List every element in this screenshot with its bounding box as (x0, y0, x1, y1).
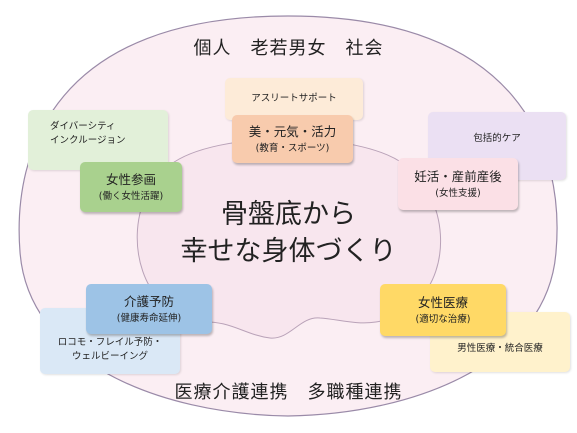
sports-subtitle: (教育・スポーツ) (255, 142, 330, 154)
pregnancy-subtitle: (女性支援) (435, 187, 481, 199)
women-work-title: 女性参画 (105, 171, 156, 187)
center-title-line2: 幸せな身体づくり (180, 236, 397, 267)
mens-medicine-label: 男性医療・統合医療 (457, 343, 543, 354)
women-medicine-box: 女性医療 (適切な治療) (380, 284, 506, 336)
diversity-label-line1: ダイバーシティ (50, 121, 116, 132)
sports-box: 美・元気・活力 (教育・スポーツ) (232, 115, 353, 163)
diversity-inclusion-box: ダイバーシティ インクルージョン (28, 110, 168, 170)
women-work-subtitle: (働く女性活躍) (98, 190, 164, 202)
comprehensive-care-label: 包括的ケア (473, 133, 521, 144)
top-label: 個人 老若男女 社会 (193, 38, 384, 59)
care-prevention-box: 介護予防 (健康寿命延伸) (86, 284, 212, 334)
locomo-label-line2: ウェルビーイング (71, 351, 148, 362)
athlete-support-box: アスリートサポート (225, 78, 363, 120)
athlete-support-label: アスリートサポート (251, 93, 337, 104)
center-title: 骨盤底から 幸せな身体づくり (150, 196, 427, 270)
bottom-label: 医療介護連携 多職種連携 (174, 382, 403, 403)
women-medicine-title: 女性医療 (417, 294, 468, 310)
locomo-label-line1: ロコモ・フレイル予防・ (57, 337, 163, 348)
women-medicine-subtitle: (適切な治療) (415, 313, 471, 325)
sports-title: 美・元気・活力 (248, 123, 337, 139)
care-prevention-subtitle: (健康寿命延伸) (116, 312, 182, 324)
center-title-line1: 骨盤底から (221, 199, 356, 230)
pregnancy-box: 妊活・産前産後 (女性支援) (398, 158, 518, 210)
care-prevention-title: 介護予防 (123, 293, 174, 309)
pregnancy-title: 妊活・産前産後 (414, 168, 502, 184)
women-work-box: 女性参画 (働く女性活躍) (80, 162, 182, 212)
diversity-label-line2: インクルージョン (50, 135, 126, 146)
